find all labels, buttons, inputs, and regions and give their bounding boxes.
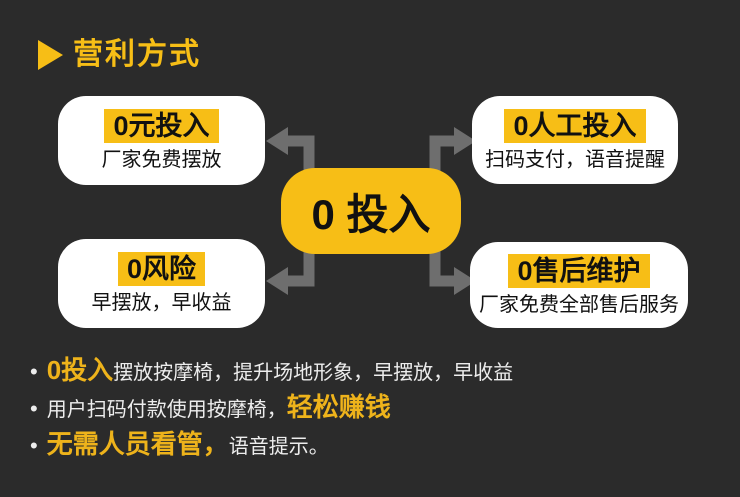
bullet-highlight: 无需人员看管，	[46, 429, 229, 459]
triangle-right-icon	[38, 40, 63, 70]
center-node: 0 投入	[281, 168, 461, 254]
arrow-head-bottom-right	[454, 267, 476, 295]
arrow-stem-bottom-right	[429, 248, 458, 287]
node-top-right: 0人工投入 扫码支付，语音提醒	[472, 96, 678, 184]
node-subtitle: 厂家免费全部售后服务	[479, 293, 679, 316]
bullet-item: • 0投入 摆放按摩椅，提升场地形象，早摆放，早收益	[30, 350, 720, 387]
arrow-stem-top-left	[284, 135, 315, 176]
bullet-highlight: 轻松赚钱	[286, 392, 391, 422]
node-top-left: 0元投入 厂家免费摆放	[58, 96, 265, 185]
bullet-text-post: 摆放按摩椅，提升场地形象，早摆放，早收益	[113, 362, 514, 384]
bullet-item: • 用户扫码付款使用按摩椅， 轻松赚钱	[30, 387, 720, 424]
node-subtitle: 厂家免费摆放	[101, 149, 222, 171]
center-node-label: 0 投入	[311, 190, 431, 238]
slide-title-row: 营利方式	[38, 38, 201, 72]
node-bottom-right: 0售后维护 厂家免费全部售后服务	[470, 242, 688, 328]
bullet-dot: •	[30, 359, 38, 384]
bullet-item: • 无需人员看管， 语音提示。	[30, 424, 720, 461]
node-title: 0风险	[117, 252, 206, 286]
arrow-head-top-right	[454, 127, 476, 155]
bullet-list: • 0投入 摆放按摩椅，提升场地形象，早摆放，早收益 • 用户扫码付款使用按摩椅…	[30, 350, 720, 461]
node-title: 0人工投入	[504, 108, 646, 143]
arrow-head-top-left	[266, 127, 288, 155]
bullet-highlight: 0投入	[46, 355, 114, 385]
arrow-stem-bottom-left	[284, 248, 315, 287]
node-bottom-left: 0风险 早摆放，早收益	[58, 239, 265, 328]
node-subtitle: 早摆放，早收益	[91, 292, 232, 314]
bullet-text-pre: 用户扫码付款使用按摩椅，	[46, 399, 287, 421]
page-title: 营利方式	[73, 38, 201, 71]
node-title: 0元投入	[104, 109, 219, 143]
bullet-dot: •	[30, 433, 38, 458]
node-title: 0售后维护	[508, 253, 650, 288]
node-subtitle: 扫码支付，语音提醒	[485, 148, 665, 171]
bullet-dot: •	[30, 396, 38, 421]
arrow-stem-top-right	[429, 135, 458, 176]
arrow-head-bottom-left	[266, 267, 288, 295]
bullet-text-post: 语音提示。	[228, 436, 329, 458]
